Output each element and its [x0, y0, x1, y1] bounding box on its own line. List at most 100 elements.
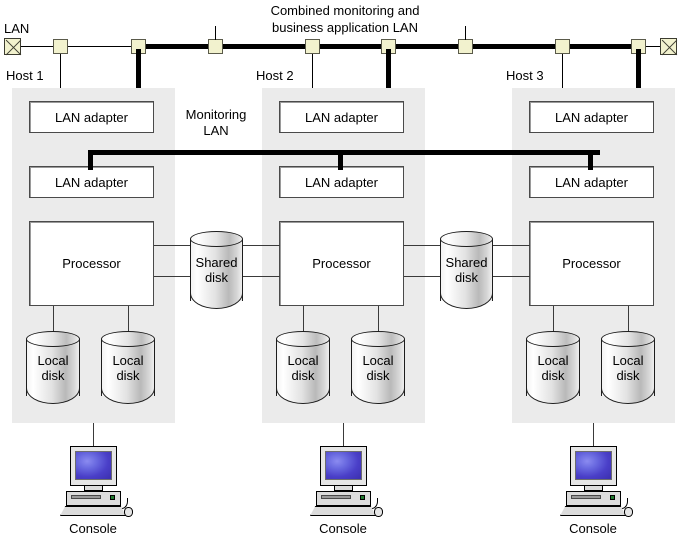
host3-local-disk-2-label: Local disk — [601, 331, 655, 404]
host3-local-disk-2: Local disk — [601, 331, 655, 404]
monitor-stand-icon — [334, 486, 353, 491]
host2-business-lan-drop — [386, 49, 391, 97]
local-disk-label-line1: Local — [362, 352, 394, 368]
monitor-screen-icon — [325, 451, 362, 480]
host2-lan-adapter-top[interactable]: LAN adapter — [279, 101, 404, 133]
console-pc-3[interactable] — [556, 446, 633, 520]
host3-local-disk-1: Local disk — [526, 331, 580, 404]
host3-processor[interactable]: Processor — [529, 221, 654, 306]
host1-business-lan-drop — [136, 49, 141, 97]
shared-disk-2-wire-right-top — [490, 245, 530, 246]
shared-disk-1-label: Shared disk — [190, 231, 243, 309]
local-disk-label-line1: Local — [112, 352, 144, 368]
lan-tap-7[interactable] — [555, 39, 570, 54]
cylinder-body — [526, 339, 580, 396]
power-led-icon — [110, 495, 115, 500]
cylinder-top — [101, 331, 155, 347]
host2-processor[interactable]: Processor — [279, 221, 404, 306]
host3-label-leader — [562, 54, 563, 88]
local-disk-label-line2: disk — [116, 367, 140, 383]
cylinder-body — [601, 339, 655, 396]
host1-local-disk-1-label: Local disk — [26, 331, 80, 404]
local-disk-label-line2: disk — [291, 367, 315, 383]
host3-lan-adapter-top[interactable]: LAN adapter — [529, 101, 654, 133]
console-label-2: Console — [319, 521, 367, 536]
host1-disk-wire-1 — [53, 306, 54, 332]
local-disk-label-line1: Local — [287, 352, 319, 368]
cylinder-top — [440, 231, 493, 247]
shared-disk-2-wire-right-bottom — [490, 276, 530, 277]
keyboard-icon — [560, 506, 626, 516]
shared-disk-2-wire-left-top — [404, 245, 444, 246]
power-led-icon — [610, 495, 615, 500]
business-lan-thin-left — [21, 46, 141, 47]
keyboard-icon — [310, 506, 376, 516]
lan-tap-1[interactable] — [53, 39, 68, 54]
cylinder-top — [526, 331, 580, 347]
monitoring-lan-label-line2: LAN — [203, 123, 229, 138]
monitoring-lan-trunk — [88, 150, 600, 155]
shared-disk-1-wire-right-top — [240, 245, 280, 246]
host3-disk-wire-2 — [628, 306, 629, 332]
host2-local-disk-2-label: Local disk — [351, 331, 405, 404]
host1-console-wire — [93, 423, 94, 446]
cylinder-top — [190, 231, 243, 247]
cylinder-body — [190, 239, 243, 301]
drive-slot-icon — [71, 495, 101, 499]
host1-monitoring-lan-drop — [88, 150, 93, 170]
lan-tap-6[interactable] — [458, 39, 473, 54]
shared-disk-label-line2: disk — [204, 270, 229, 285]
local-disk-label-line1: Local — [537, 352, 569, 368]
mouse-icon — [374, 507, 383, 517]
cylinder-top — [276, 331, 330, 347]
host3-lan-adapter-bottom[interactable]: LAN adapter — [529, 166, 654, 198]
shared-disk-1-wire-left-bottom — [154, 276, 194, 277]
local-disk-label-line1: Local — [37, 352, 69, 368]
cylinder-top — [26, 331, 80, 347]
monitoring-lan-label-line1: Monitoring — [185, 107, 247, 122]
host2-monitoring-lan-drop — [338, 150, 343, 170]
lan-stub-top-2 — [465, 26, 466, 40]
local-disk-label-line2: disk — [366, 367, 390, 383]
cylinder-body — [440, 239, 493, 301]
console-pc-2[interactable] — [306, 446, 383, 520]
host2-local-disk-2: Local disk — [351, 331, 405, 404]
shared-disk-2-label: Shared disk — [440, 231, 493, 309]
drive-slot-icon — [571, 495, 601, 499]
mouse-cord-icon — [369, 498, 378, 509]
host3-business-lan-drop — [636, 49, 641, 97]
host2-label-leader — [312, 54, 313, 88]
host1-lan-adapter-bottom[interactable]: LAN adapter — [29, 166, 154, 198]
host3-local-disk-1-label: Local disk — [526, 331, 580, 404]
console-pc-1[interactable] — [56, 446, 133, 520]
host-label-2: Host 2 — [256, 68, 294, 83]
host1-processor[interactable]: Processor — [29, 221, 154, 306]
host1-lan-adapter-top[interactable]: LAN adapter — [29, 101, 154, 133]
monitor-stand-icon — [584, 486, 603, 491]
mouse-cord-icon — [619, 498, 628, 509]
lan-terminator-left — [4, 38, 21, 55]
host1-local-disk-2: Local disk — [101, 331, 155, 404]
host1-disk-wire-2 — [128, 306, 129, 332]
host3-disk-wire-1 — [553, 306, 554, 332]
host2-local-disk-1-label: Local disk — [276, 331, 330, 404]
monitor-screen-icon — [575, 451, 612, 480]
host2-disk-wire-1 — [303, 306, 304, 332]
cylinder-top — [601, 331, 655, 347]
shared-disk-1-wire-left-top — [154, 245, 194, 246]
lan-tap-3[interactable] — [208, 39, 223, 54]
cylinder-top — [351, 331, 405, 347]
cylinder-body — [276, 339, 330, 396]
cylinder-body — [351, 339, 405, 396]
mouse-icon — [624, 507, 633, 517]
keyboard-icon — [60, 506, 126, 516]
lan-terminator-right — [660, 38, 677, 55]
monitor-screen-icon — [75, 451, 112, 480]
host2-local-disk-1: Local disk — [276, 331, 330, 404]
lan-tap-4[interactable] — [305, 39, 320, 54]
local-disk-label-line2: disk — [616, 367, 640, 383]
host2-lan-adapter-bottom[interactable]: LAN adapter — [279, 166, 404, 198]
console-label-1: Console — [69, 521, 117, 536]
host1-label-leader — [60, 54, 61, 88]
